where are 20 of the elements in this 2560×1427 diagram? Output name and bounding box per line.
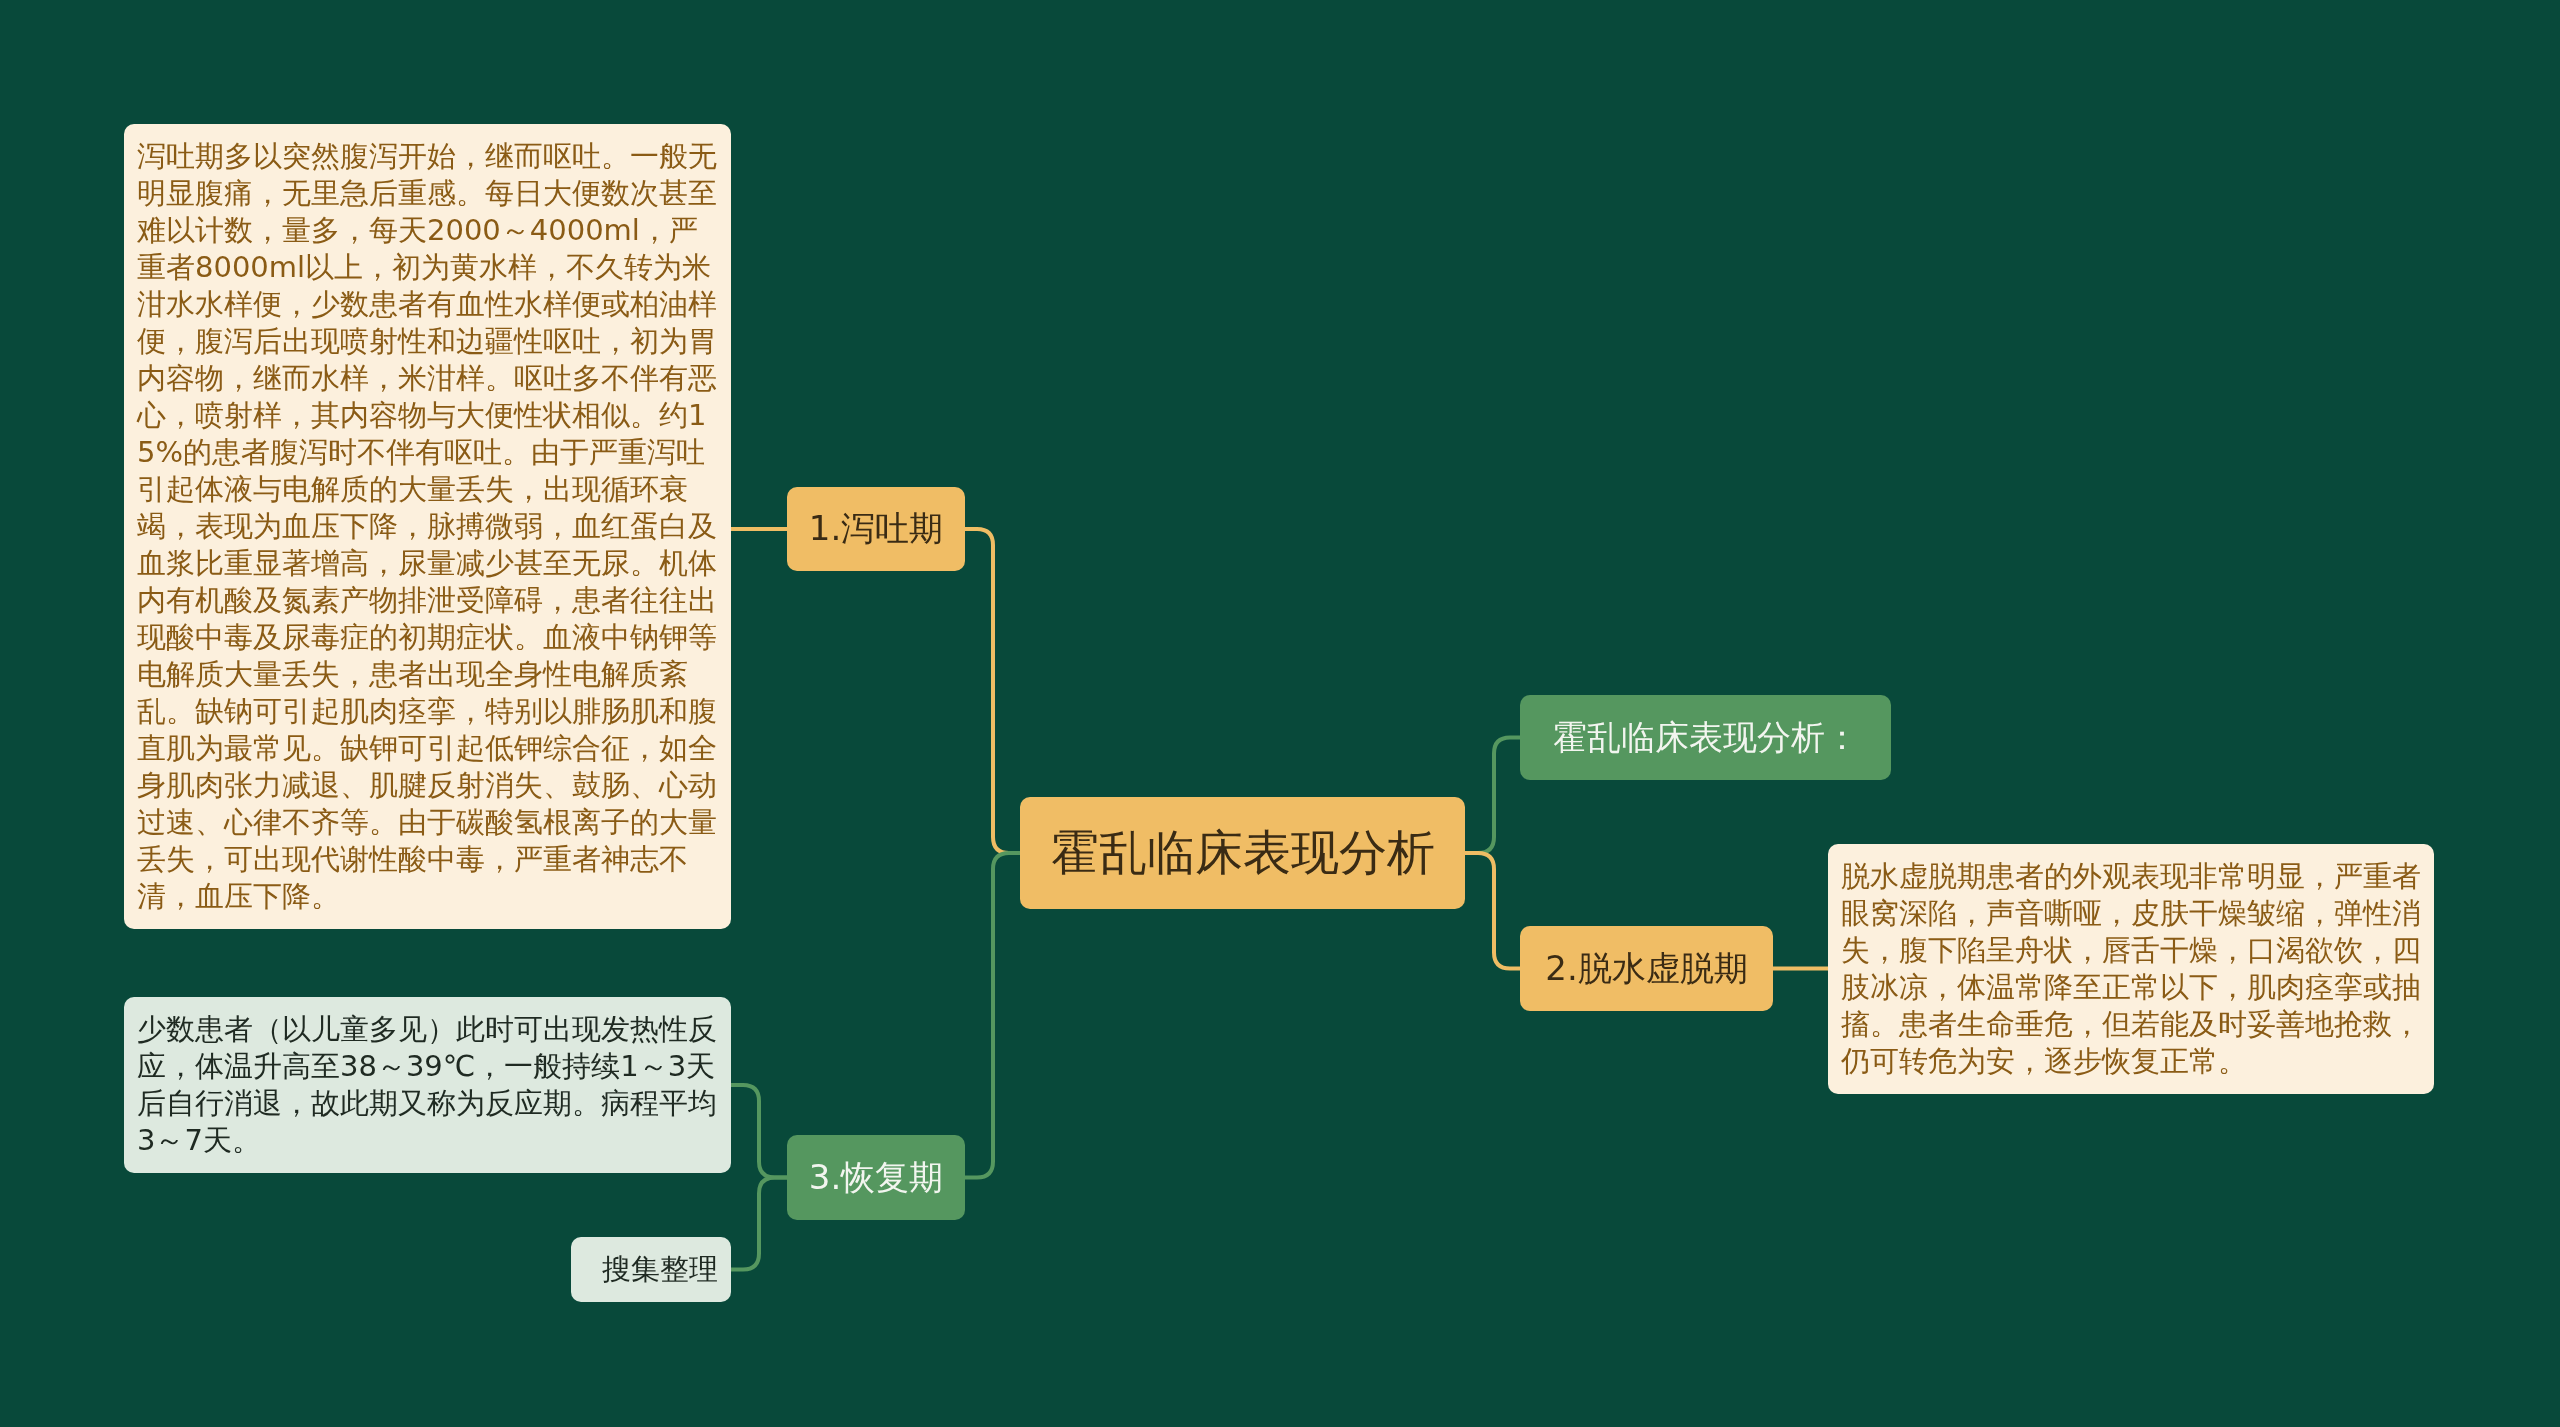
note-card [1828, 844, 2434, 1094]
branch-box [787, 487, 965, 571]
note-card [124, 997, 731, 1173]
topic-label: 霍乱临床表现分析 [1050, 823, 1435, 882]
branch-box [1520, 695, 1891, 780]
branch-box [787, 1135, 965, 1220]
note-text: 少数患者（以儿童多见）此时可出现发热性反应，体温升高至38～39℃，一般持续1～3天后自行消退，故此期又称为反应期。病程平均3～7天。 [137, 1011, 718, 1159]
topic-box [1020, 797, 1465, 909]
connector-line [1465, 851, 1520, 971]
note-card [571, 1237, 731, 1302]
branch-label: 2.脱水虚脱期 [1545, 946, 1748, 990]
connector-line [1773, 966, 1828, 971]
branch-label: 3.恢复期 [808, 1155, 944, 1199]
connector-line [731, 527, 787, 531]
branch-label: 1.泻吐期 [808, 507, 944, 550]
branch-box [1520, 926, 1773, 1011]
note-text: 脱水虚脱期患者的外观表现非常明显，严重者眼窝深陷，声音嘶哑，皮肤干燥皱缩，弹性消失，腹下陷呈舟状，唇舌干燥，口渴欲饮，四肢冰凉，体温常降至正常以下，肌肉痉挛或抽搐。患者生命垂危，但若能及时妥善地抢救，仍可转危为安，逐步恢复正常。 [1841, 858, 2421, 1080]
note-text: 搜集整理 [601, 1251, 718, 1288]
note-text: 泻吐期多以突然腹泻开始，继而呕吐。一般无明显腹痛，无里急后重感。每日大便数次甚至难以计数，量多，每天2000～4000ml，严重者8000ml以上，初为黄水样，不久转为米泔水水样便，少数患者有血性水样便或柏油样便，腹泻后出现喷射性和边疆性呕吐，初为胃内容物，继而水样，米泔样。呕吐多不伴有恶心，喷射样，其内容物与大便性状相似。约15%的患者腹泻时不伴有呕吐。由于严重泻吐引起体液与电解质的大量丢失，出现循环衰竭，表现为血压下降，脉搏微弱，血红蛋白及血浆比重显著增高，尿量减少甚至无尿。机体内有机酸及氮素产物排泄受障碍，患者往往出现酸中毒及尿毒症的初期症状。血液中钠钾等电解质大量丢失，患者出现全身性电解质紊乱。缺钠可引起肌肉痉挛，特别以腓肠肌和腹直肌为最常见。缺钾可引起低钾综合征，如全身肌肉张力减退、肌腱反射消失、鼓肠、心动过速、心律不齐等。由于碳酸氢根离子的大量丢失，可出现代谢性酸中毒，严重者神志不清，血压下降。 [137, 138, 718, 915]
branch-label: 霍乱临床表现分析： [1552, 715, 1859, 759]
